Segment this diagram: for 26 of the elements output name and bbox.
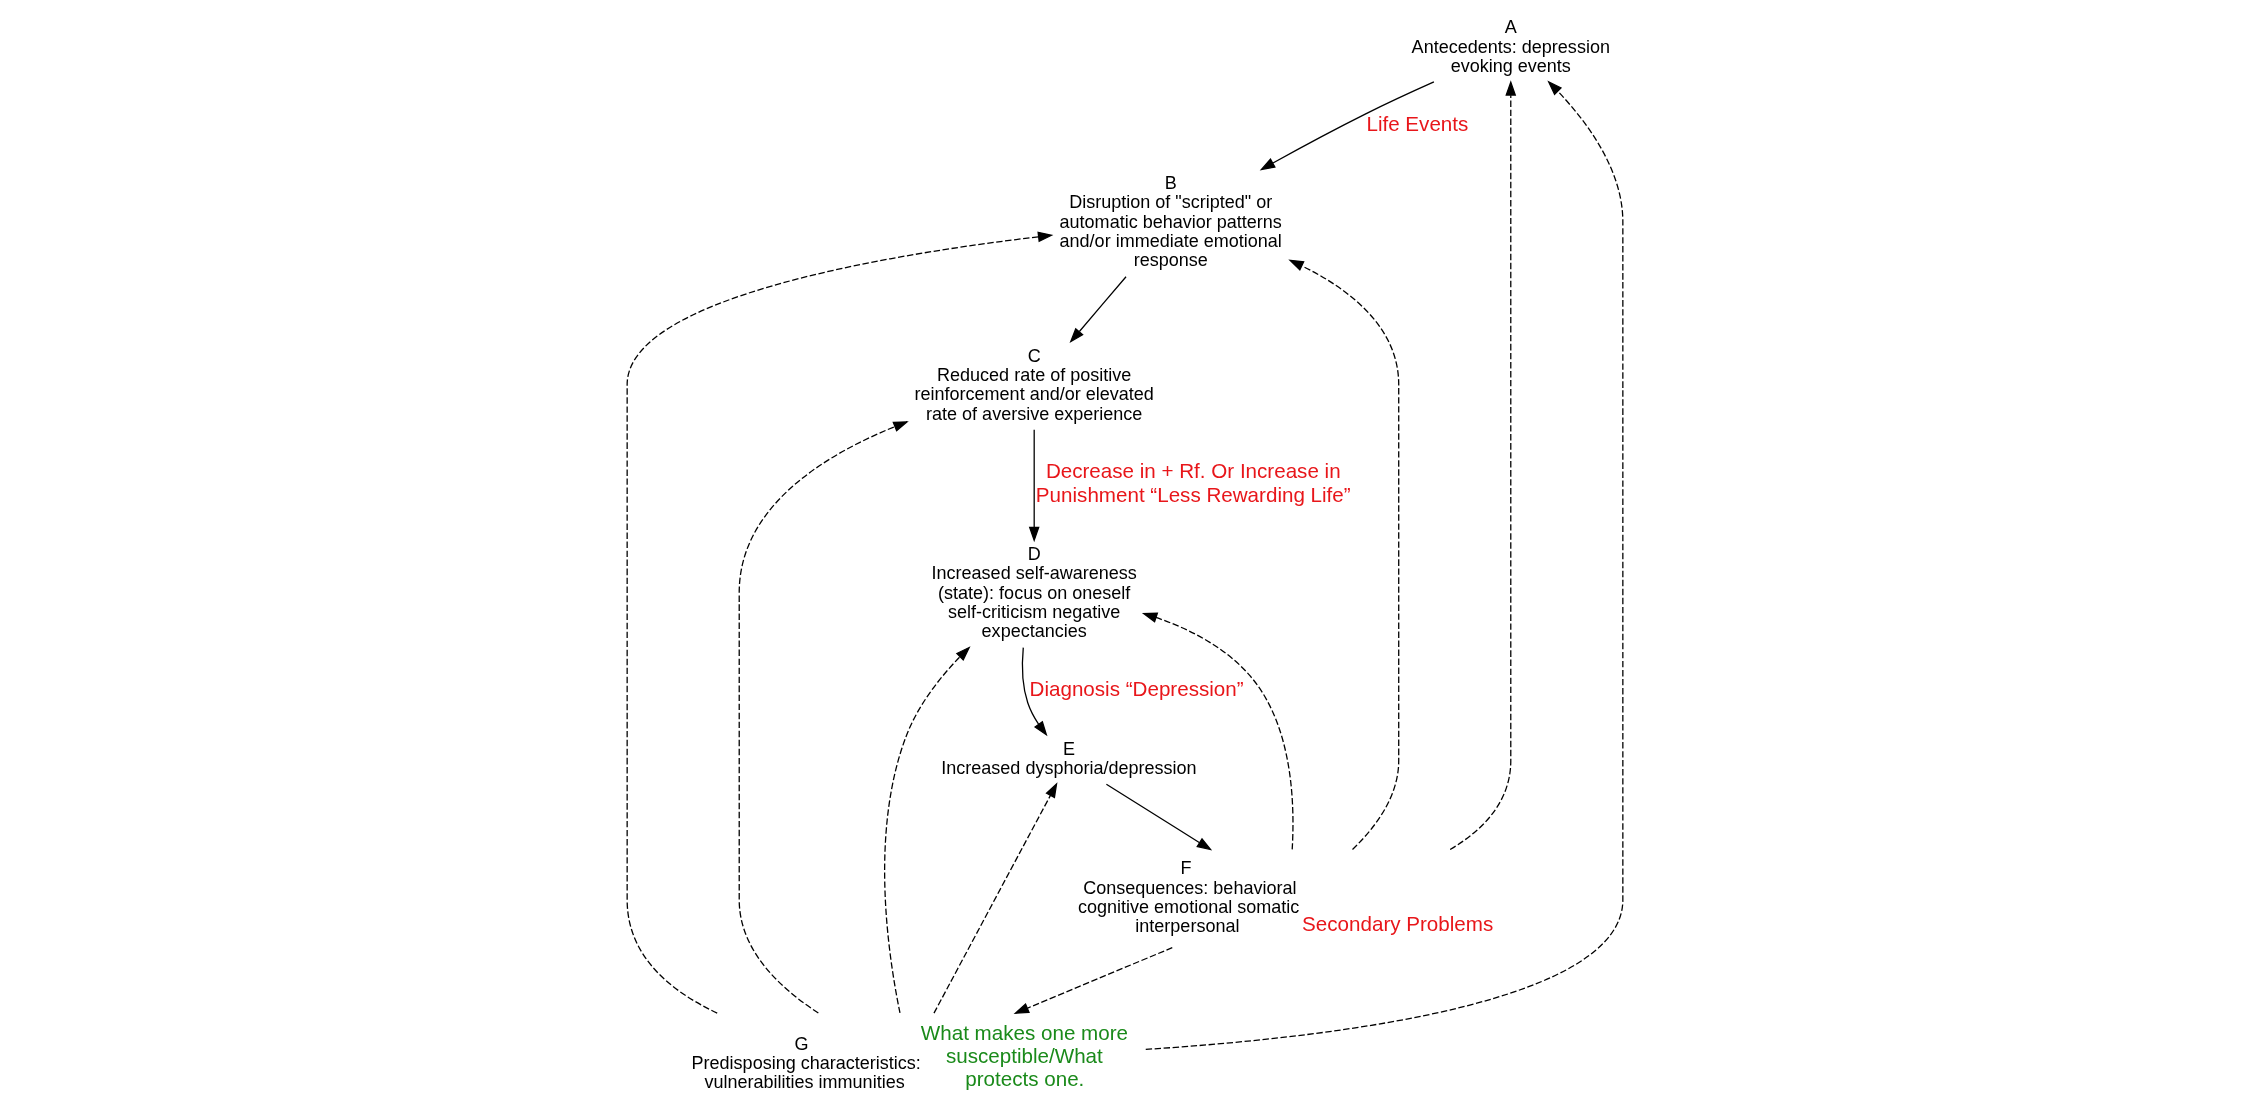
arrow [1259,81,1435,171]
arrow [1144,80,1623,1051]
arrow [626,231,1053,1014]
node-text: B Disruption of "scripted" or automatic behavior patterns and/or immediate emotional response [1059,173,1282,271]
edge-label: Diagnosis “Depression” [1029,677,1244,701]
node-text: C Reduced rate of positive reinforcement and/or elevated rate of aversive experience [914,345,1154,424]
node-text: G Predisposing characteristics: vulnerabilities immunities [691,1033,921,1093]
arrow [883,646,970,1014]
node-text: A Antecedents: depression evoking events [1411,17,1610,76]
arrow [1287,259,1399,851]
edge-label: Decrease in + Rf. Or Increase in Punishment “Less Rewarding Life” [1035,459,1351,506]
arrow [1141,612,1294,851]
node-label: What makes one more susceptible/What protects one. [920,1020,1128,1091]
node-text: F Consequences: behavioral cognitive emotional somatic interpersonal [1077,858,1299,937]
arrow [1105,783,1212,851]
node-text: E Increased dysphoria/depression [940,738,1197,778]
arrow [1449,80,1516,851]
edge-label: Life Events [1365,111,1468,135]
arrow [1021,647,1047,737]
arrow [1013,947,1173,1014]
arrow [1028,429,1040,543]
arrow [1069,276,1127,344]
arrow [738,421,909,1014]
arrow [932,782,1057,1014]
node-text: D Increased self-awareness (state): focus on oneself self-criticism negative expectancies [931,544,1137,642]
node-label: Secondary Problems [1301,911,1493,935]
